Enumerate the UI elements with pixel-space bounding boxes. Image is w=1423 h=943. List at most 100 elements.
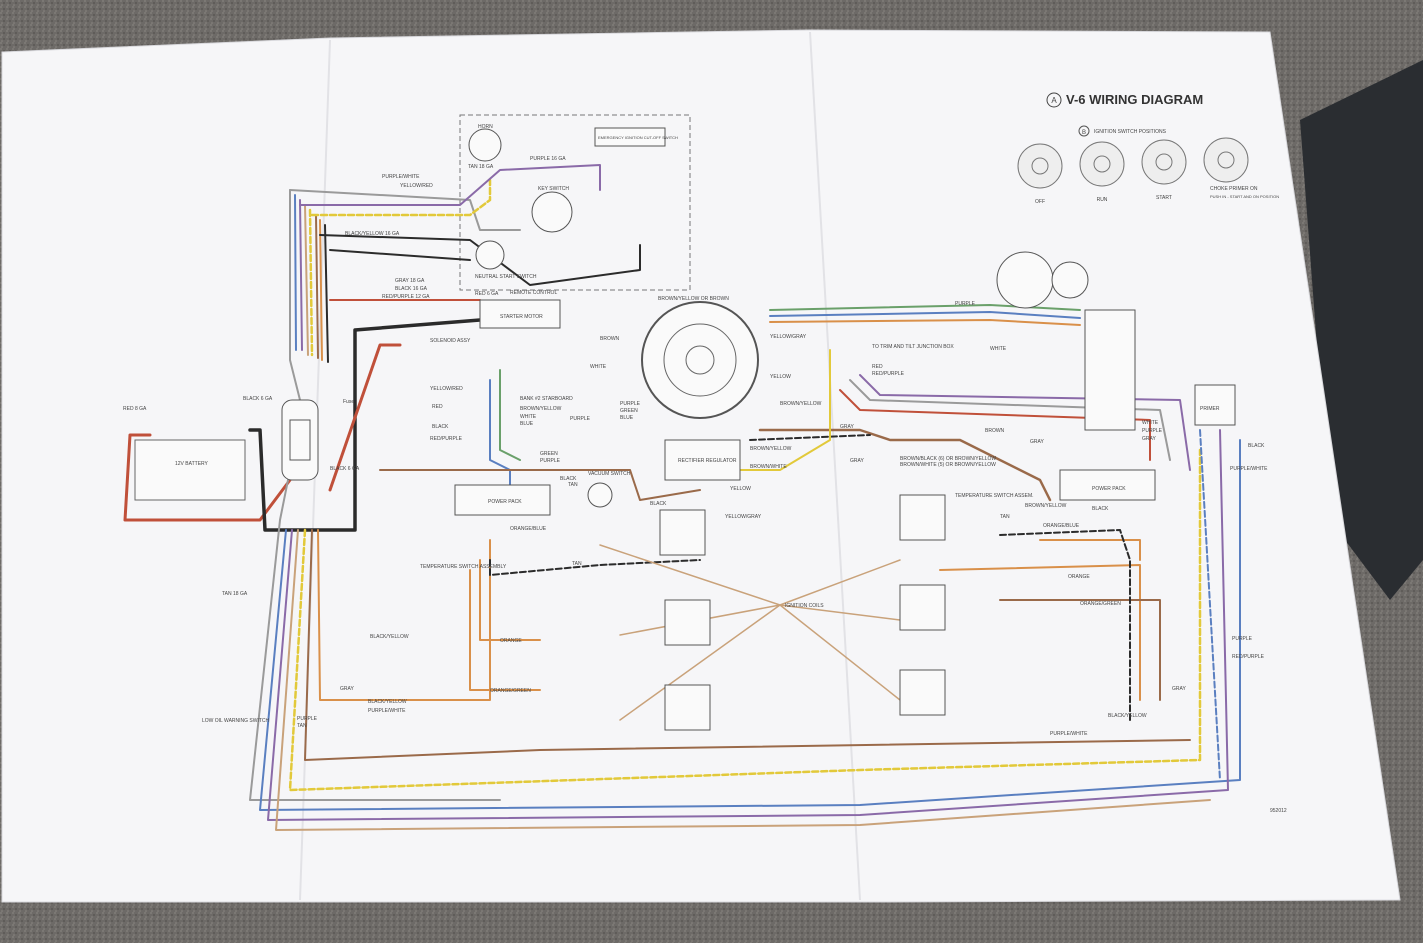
svg-text:RED/PURPLE: RED/PURPLE [872,371,905,377]
svg-text:NEUTRAL START SWITCH: NEUTRAL START SWITCH [475,274,537,280]
svg-text:BLACK 6 GA: BLACK 6 GA [330,466,360,472]
diagram-title: A V-6 WIRING DIAGRAM [1046,92,1203,108]
wire-harness [123,164,1241,831]
trim-junction-box [1084,309,1136,431]
primer-component: PRIMER [1194,384,1236,426]
svg-text:YELLOW/RED: YELLOW/RED [400,183,433,189]
svg-text:BLUE: BLUE [620,415,634,421]
power-pack-left: POWER PACK [454,484,551,516]
svg-text:BROWN/WHITE: BROWN/WHITE [750,464,787,470]
svg-text:TAN: TAN [297,723,307,729]
svg-text:KEY SWITCH: KEY SWITCH [538,186,569,192]
svg-text:STARTER MOTOR: STARTER MOTOR [500,314,543,320]
svg-text:BLACK/YELLOW 16 GA: BLACK/YELLOW 16 GA [345,231,400,237]
doc-number: 952012 [1270,808,1287,814]
svg-text:TEMPERATURE SWITCH ASSEM.: TEMPERATURE SWITCH ASSEM. [955,493,1034,499]
svg-text:GRAY: GRAY [1030,439,1044,445]
svg-text:BLACK/YELLOW: BLACK/YELLOW [370,634,409,640]
svg-text:EMERGENCY IGNITION CUT-OFF SWI: EMERGENCY IGNITION CUT-OFF SWITCH [598,135,678,140]
svg-text:WHITE: WHITE [1142,420,1159,426]
svg-text:TAN: TAN [1000,514,1010,520]
svg-text:BLUE: BLUE [520,421,534,427]
switch-off-icon: OFF [1017,143,1063,205]
svg-text:TO TRIM AND TILT JUNCTION BOX: TO TRIM AND TILT JUNCTION BOX [872,344,954,350]
svg-text:TAN 18 GA: TAN 18 GA [222,591,248,597]
svg-text:BANK #2 STARBOARD: BANK #2 STARBOARD [520,396,573,402]
svg-text:PURPLE 16 GA: PURPLE 16 GA [530,156,566,162]
horn: HORN [468,124,502,162]
svg-text:BLACK: BLACK [1248,443,1265,449]
switch-run-icon: RUN [1079,141,1125,203]
svg-text:BROWN/BLACK (6) OR BROWN/YELLO: BROWN/BLACK (6) OR BROWN/YELLOW [900,456,996,462]
svg-text:YELLOW: YELLOW [730,486,751,492]
svg-text:PURPLE/WHITE: PURPLE/WHITE [368,708,406,714]
svg-text:B: B [1082,130,1086,136]
svg-text:START: START [1156,195,1172,201]
svg-text:BROWN/YELLOW: BROWN/YELLOW [1025,503,1067,509]
svg-text:TEMPERATURE SWITCH ASSEMBLY: TEMPERATURE SWITCH ASSEMBLY [420,564,507,570]
svg-text:BLACK/YELLOW: BLACK/YELLOW [368,699,407,705]
svg-text:TAN: TAN [568,482,578,488]
svg-text:BROWN/YELLOW: BROWN/YELLOW [780,401,822,407]
svg-text:WHITE: WHITE [990,346,1007,352]
svg-text:RED/PURPLE 12 GA: RED/PURPLE 12 GA [382,294,430,300]
wire-labels: RED 8 GA BLACK 6 GA BLACK 6 GA TAN 18 GA… [123,156,1287,814]
svg-text:SOLENOID ASSY: SOLENOID ASSY [430,338,471,344]
solenoid-harness-plug [281,399,319,481]
svg-text:GRAY 18 GA: GRAY 18 GA [395,278,425,284]
svg-text:OFF: OFF [1035,199,1045,205]
svg-text:YELLOW/GRAY: YELLOW/GRAY [770,334,807,340]
vacuum-switch: VACUUM SWITCH [587,471,631,508]
svg-text:PURPLE/WHITE: PURPLE/WHITE [1050,731,1088,737]
svg-text:RED: RED [432,404,443,410]
svg-text:REMOTE CONTROL: REMOTE CONTROL [510,290,557,296]
svg-text:BROWN/WHITE (5) OR BROWN/YELLO: BROWN/WHITE (5) OR BROWN/YELLOW [900,462,996,468]
svg-text:PURPLE: PURPLE [297,716,318,722]
svg-text:BLACK/YELLOW: BLACK/YELLOW [1108,713,1147,719]
svg-text:Fuse: Fuse [343,399,354,405]
svg-text:RED 6 GA: RED 6 GA [475,291,499,297]
svg-text:YELLOW/RED: YELLOW/RED [430,386,463,392]
key-switch: KEY SWITCH [531,186,573,233]
svg-text:PURPLE/WHITE: PURPLE/WHITE [382,174,420,180]
svg-text:ORANGE/BLUE: ORANGE/BLUE [510,526,547,532]
svg-text:PUSH IN - START AND ON POSITIO: PUSH IN - START AND ON POSITION [1210,194,1279,199]
svg-text:GRAY: GRAY [340,686,354,692]
svg-text:RECTIFIER REGULATOR: RECTIFIER REGULATOR [678,458,737,464]
svg-text:RED/PURPLE: RED/PURPLE [1232,654,1265,660]
svg-text:YELLOW/GRAY: YELLOW/GRAY [725,514,762,520]
svg-text:GRAY: GRAY [840,424,854,430]
svg-text:BROWN: BROWN [600,336,620,342]
svg-text:RED 8 GA: RED 8 GA [123,406,147,412]
svg-text:WHITE: WHITE [590,364,607,370]
svg-text:PURPLE: PURPLE [1142,428,1163,434]
svg-text:ORANGE/GREEN: ORANGE/GREEN [490,688,531,694]
power-pack-right: POWER PACK [1059,469,1156,501]
svg-text:RED: RED [872,364,883,370]
svg-text:PURPLE: PURPLE [540,458,561,464]
svg-text:BLACK: BLACK [650,501,667,507]
svg-text:ORANGE: ORANGE [1068,574,1090,580]
svg-text:CHOKE PRIMER ON: CHOKE PRIMER ON [1210,186,1258,192]
svg-text:VACUUM SWITCH: VACUUM SWITCH [588,471,631,477]
switch-choke-icon: CHOKE PRIMER ON PUSH IN - START AND ON P… [1203,137,1279,199]
svg-text:RED/PURPLE: RED/PURPLE [430,436,463,442]
connector-plug-right [996,251,1089,309]
svg-text:ORANGE: ORANGE [500,638,522,644]
svg-text:LOW OIL WARNING SWITCH: LOW OIL WARNING SWITCH [202,718,270,724]
svg-text:GRAY: GRAY [1142,436,1156,442]
svg-text:GREEN: GREEN [540,451,558,457]
svg-text:POWER PACK: POWER PACK [1092,486,1126,492]
svg-text:ORANGE/GREEN: ORANGE/GREEN [1080,601,1121,607]
ignition-positions: B IGNITION SWITCH POSITIONS OFF RUN STAR… [1017,125,1279,205]
svg-text:RUN: RUN [1097,197,1108,203]
rectifier-regulator: RECTIFIER REGULATOR [664,439,741,481]
svg-text:BROWN/YELLOW: BROWN/YELLOW [750,446,792,452]
svg-text:PURPLE: PURPLE [955,301,976,307]
remote-control-box [459,114,691,291]
svg-text:GRAY: GRAY [1172,686,1186,692]
flywheel-stator [641,301,759,419]
svg-text:12V BATTERY: 12V BATTERY [175,461,209,467]
svg-text:PRIMER: PRIMER [1200,406,1220,412]
